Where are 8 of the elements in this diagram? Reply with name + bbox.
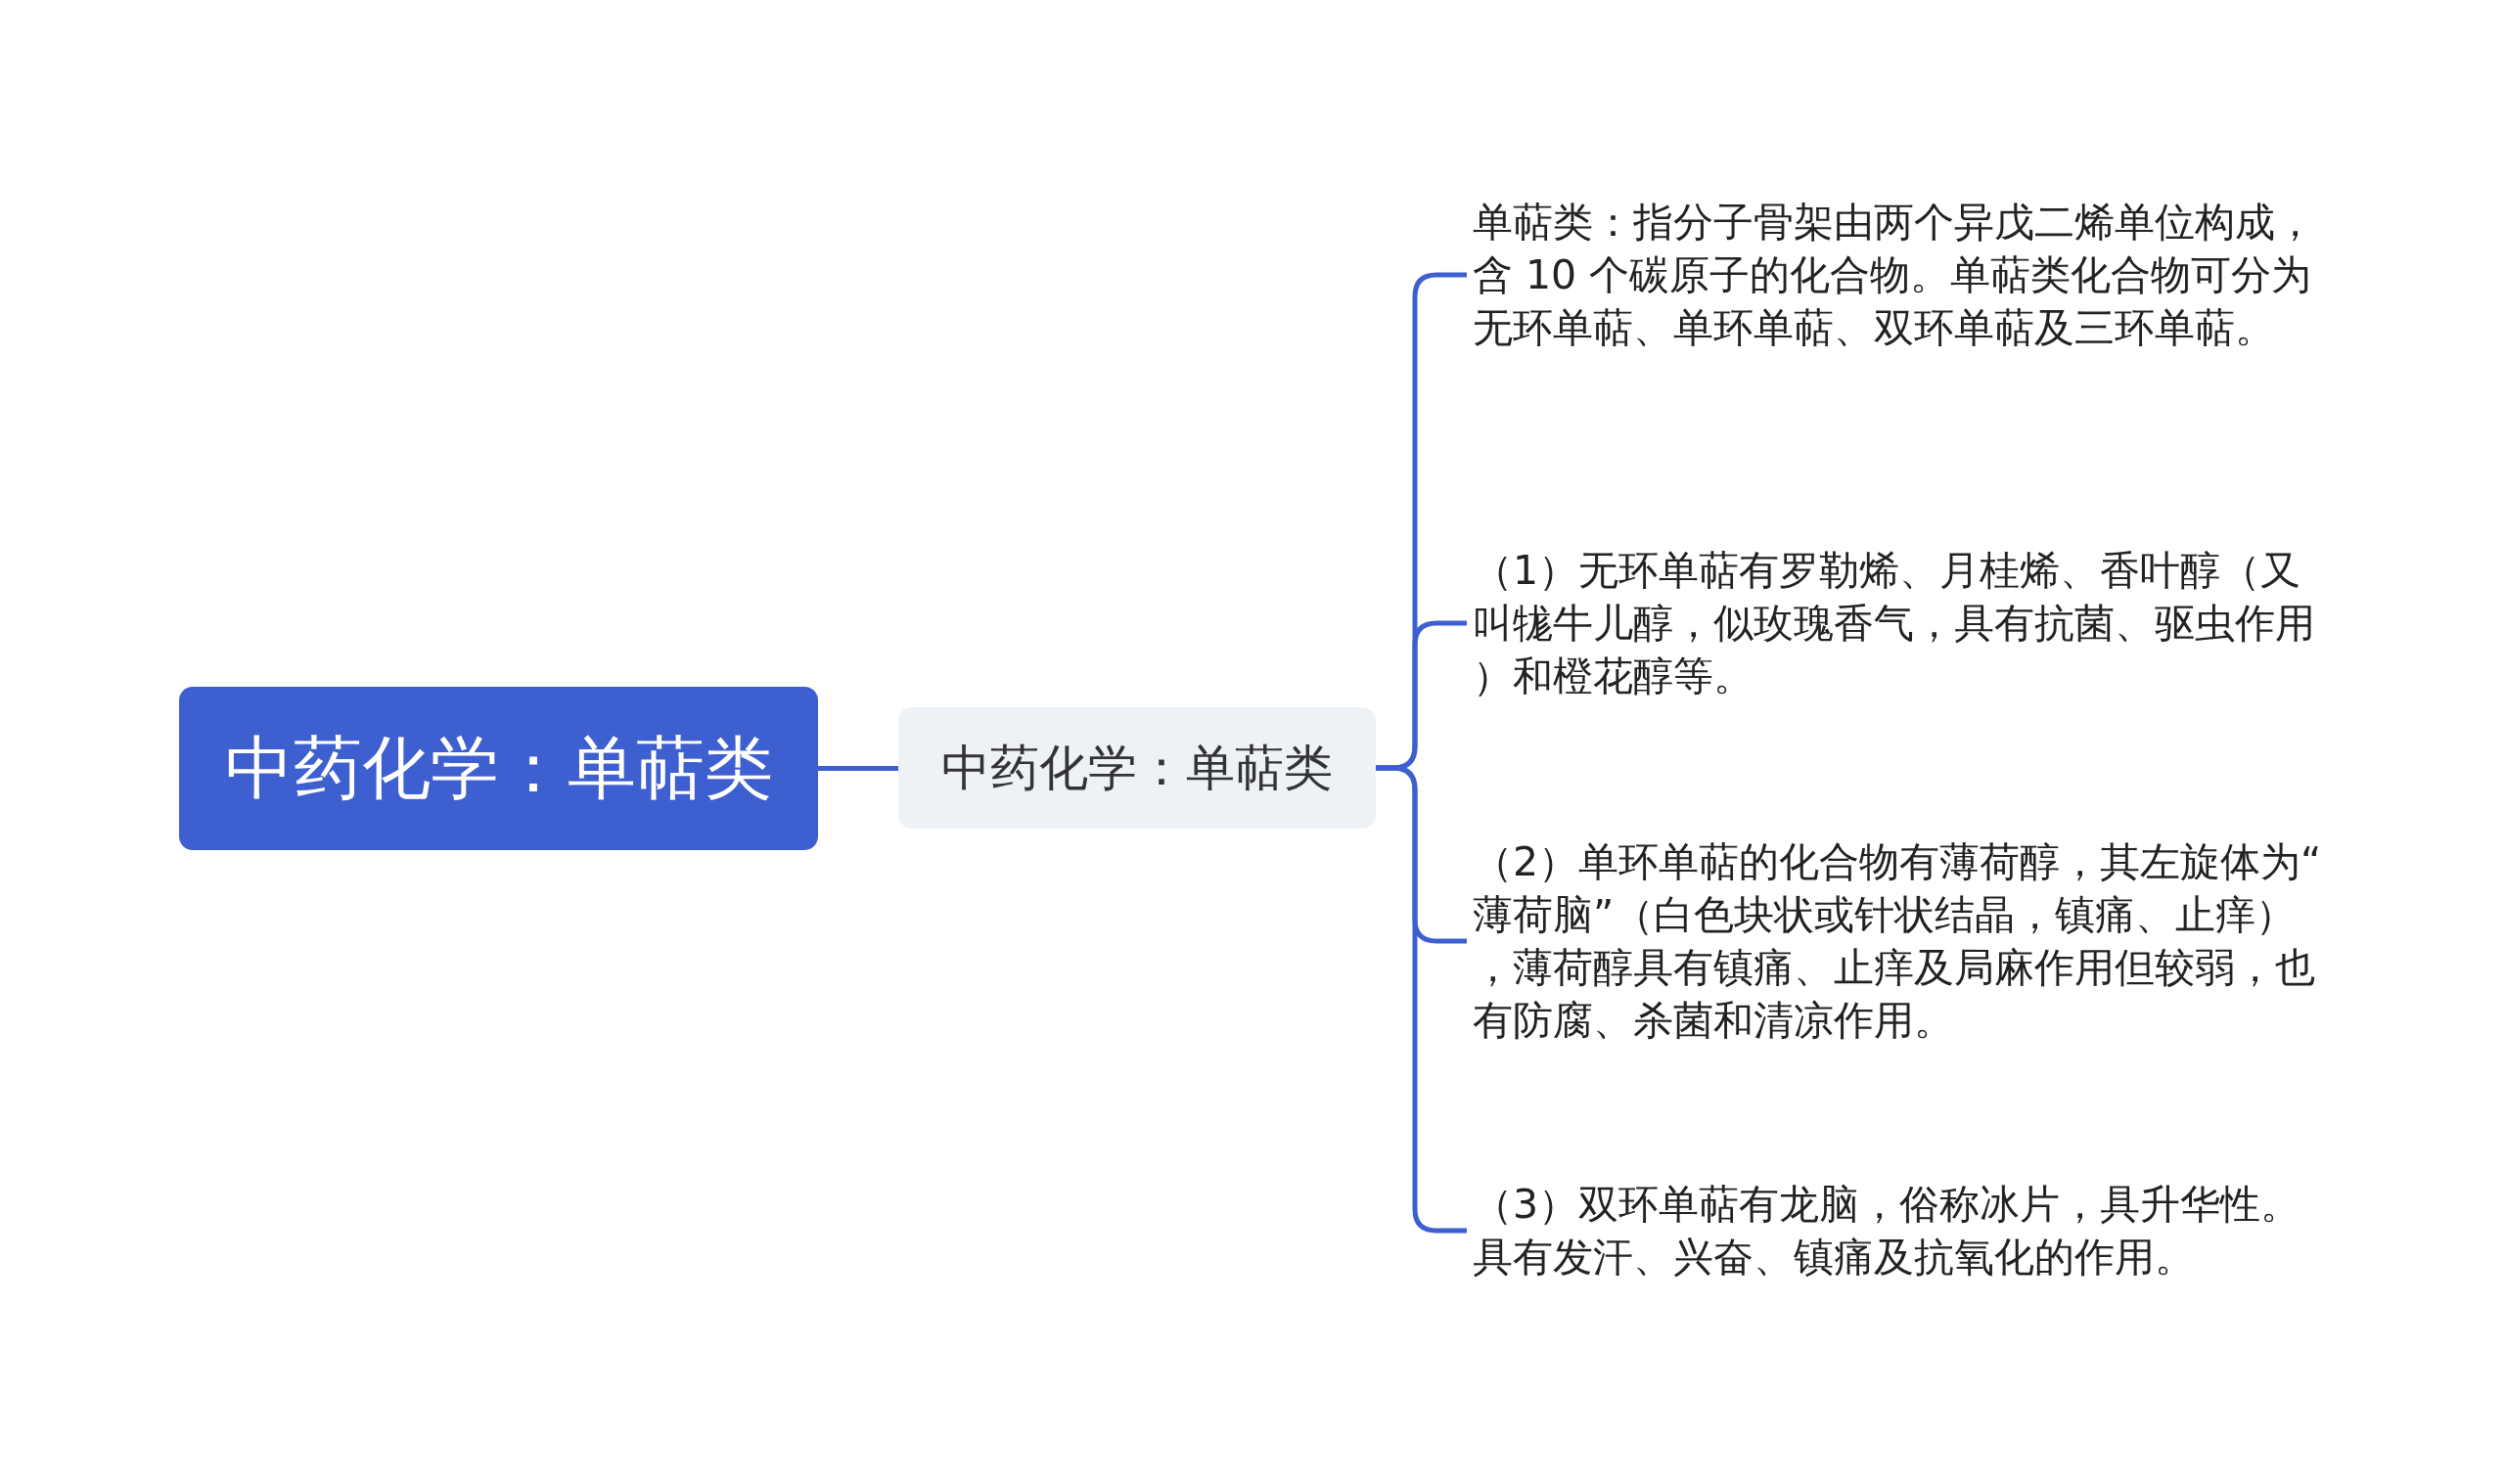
connector-line — [1376, 765, 1467, 1234]
topic-text: （1）无环单萜有罗勒烯、月桂烯、香叶醇（又叫牻牛儿醇，似玫瑰香气，具有抗菌、驱虫作用）和橙花醇等。 — [1461, 544, 2322, 702]
topic-text: 单萜类：指分子骨架由两个异戊二烯单位构成，含 10 个碳原子的化合物。单萜类化合物可分为无环单萜、单环单萜、双环单萜及三环单萜。 — [1461, 196, 2322, 354]
connector-line — [818, 766, 898, 771]
topic-text: （2）单环单萜的化合物有薄荷醇，其左旋体为“薄荷脑”（白色块状或针状结晶，镇痛、止痒），薄荷醇具有镇痛、止痒及局麻作用但较弱，也有防腐、杀菌和清凉作用。 — [1461, 835, 2322, 1047]
topic-box: 中药化学：单萜类 — [898, 707, 1376, 829]
central-topic-box: 中药化学：单萜类 — [179, 687, 818, 850]
topic-text: （3）双环单萜有龙脑，俗称冰片，具升华性。具有发汗、兴奋、镇痛及抗氧化的作用。 — [1461, 1178, 2322, 1283]
